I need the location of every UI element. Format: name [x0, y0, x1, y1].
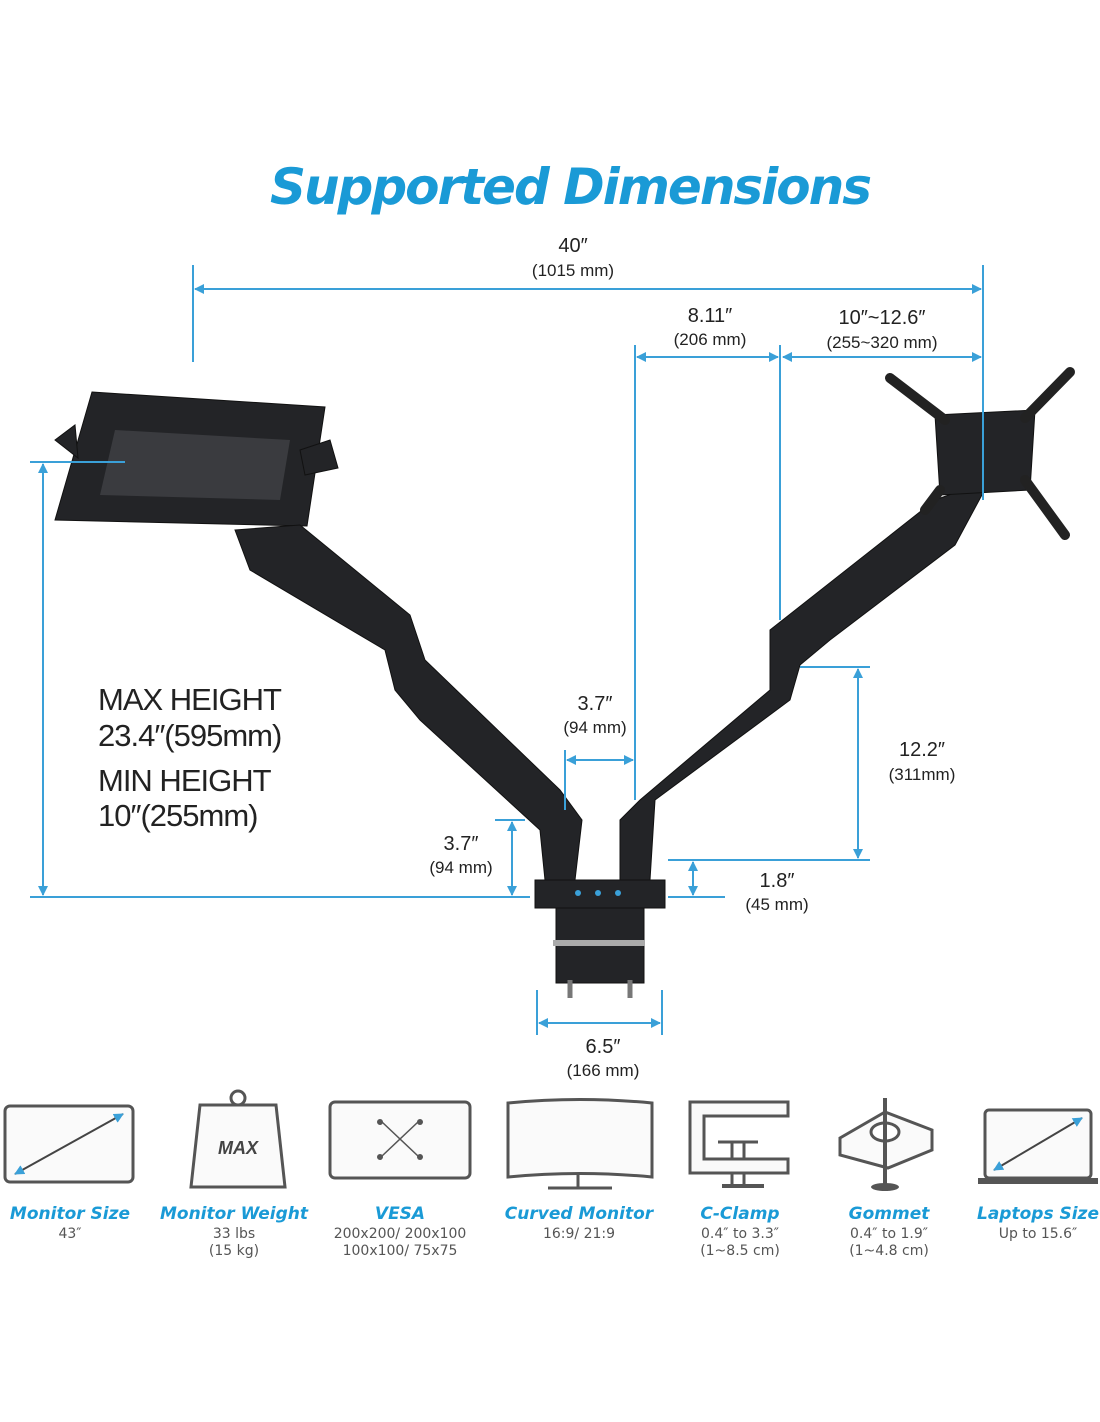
feature-vesa: VESA 200x200/ 200x100 100x100/ 75x75 — [315, 1204, 485, 1260]
feature-curved-monitor: Curved Monitor 16:9/ 21:9 — [494, 1204, 664, 1243]
feature-label: Monitor Weight — [159, 1204, 309, 1224]
feature-value: 43″ — [58, 1226, 82, 1242]
min-height-label: MIN HEIGHT — [98, 763, 272, 798]
weight-icon-text: MAX — [218, 1138, 259, 1158]
feature-value: 0.4″ to 1.9″ (1~4.8 cm) — [849, 1226, 929, 1259]
feature-label: Curved Monitor — [504, 1204, 654, 1224]
arm-reach-in: 10″~12.6″ — [838, 307, 925, 329]
monitor-size-icon — [3, 1104, 135, 1184]
total-width-mm: (1015 mm) — [532, 261, 614, 280]
page-title: Supported Dimensions — [270, 158, 870, 216]
feature-value: 33 lbs (15 kg) — [208, 1226, 260, 1259]
center-gap-in: 3.7″ — [578, 693, 613, 715]
center-gap-mm: (94 mm) — [563, 718, 626, 737]
feature-laptop-size: Laptops Size Up to 15.6″ — [953, 1204, 1100, 1243]
dimension-lines — [30, 265, 984, 1035]
curved-monitor-icon — [506, 1098, 654, 1190]
total-width-in: 40″ — [558, 235, 587, 257]
laptop-size-icon — [978, 1108, 1098, 1184]
feature-monitor-weight: Monitor Weight 33 lbs (15 kg) — [149, 1204, 319, 1260]
clamp-width-mm: (166 mm) — [567, 1061, 640, 1080]
base-height-mm: (94 mm) — [429, 858, 492, 877]
feature-label: C-Clamp — [700, 1204, 780, 1224]
feature-value: 16:9/ 21:9 — [542, 1226, 616, 1242]
weight-icon: MAX — [189, 1089, 287, 1189]
right-arm — [619, 479, 992, 881]
feature-label: Laptops Size — [977, 1204, 1099, 1224]
monitor-arm-illustration — [54, 367, 1075, 998]
arm-height-in: 12.2″ — [899, 739, 945, 761]
clamp-width-in: 6.5″ — [586, 1036, 621, 1058]
feature-value: 200x200/ 200x100 100x100/ 75x75 — [333, 1226, 467, 1259]
c-clamp-icon — [688, 1100, 790, 1188]
arm-height-mm: (311mm) — [889, 765, 956, 784]
feature-c-clamp: C-Clamp 0.4″ to 3.3″ (1~8.5 cm) — [655, 1204, 825, 1260]
left-arm — [234, 524, 583, 881]
base-height-in: 3.7″ — [444, 833, 479, 855]
min-height-value: 10″(255mm) — [98, 798, 257, 833]
feature-label: Gommet — [848, 1204, 930, 1224]
feature-value: Up to 15.6″ — [998, 1226, 1078, 1242]
arm-reach-mm: (255~320 mm) — [826, 333, 937, 352]
feature-monitor-size: Monitor Size 43″ — [0, 1204, 155, 1243]
max-height-label: MAX HEIGHT — [98, 682, 282, 717]
feature-value: 0.4″ to 3.3″ (1~8.5 cm) — [700, 1226, 780, 1259]
feature-label: Monitor Size — [9, 1204, 131, 1224]
vesa-plate — [885, 367, 1075, 540]
feature-grommet: Gommet 0.4″ to 1.9″ (1~4.8 cm) — [804, 1204, 974, 1260]
vesa-icon — [328, 1100, 472, 1180]
base-offset-mm: (45 mm) — [745, 895, 808, 914]
feature-label: VESA — [374, 1204, 426, 1224]
pole-to-arm-mm: (206 mm) — [674, 330, 747, 349]
grommet-icon — [838, 1098, 934, 1191]
pole-to-arm-in: 8.11″ — [688, 305, 733, 327]
max-height-value: 23.4″(595mm) — [98, 718, 281, 753]
base-offset-in: 1.8″ — [760, 870, 795, 892]
